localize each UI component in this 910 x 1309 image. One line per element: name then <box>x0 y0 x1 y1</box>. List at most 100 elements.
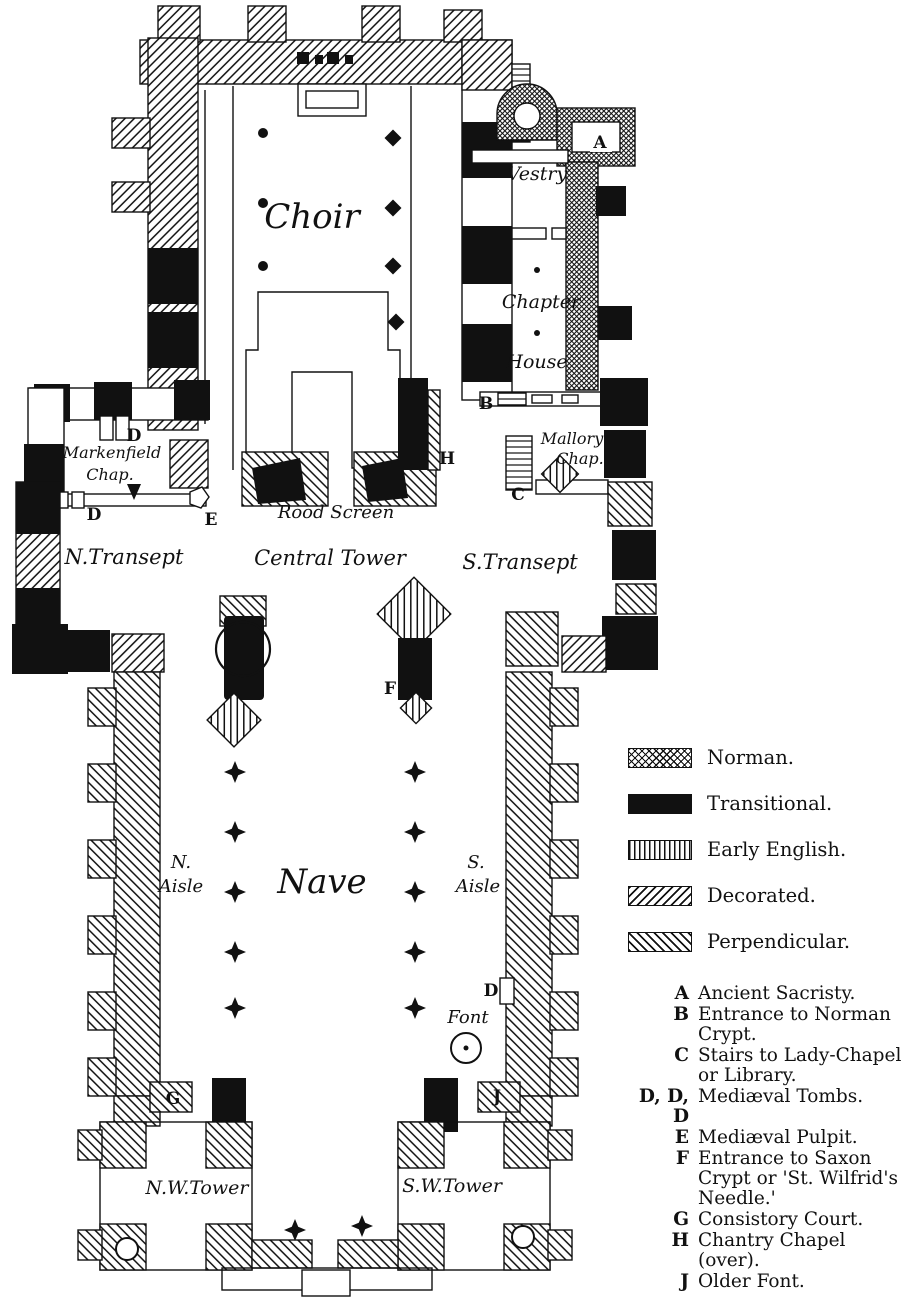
label-n-aisle-2: Aisle <box>157 876 203 897</box>
key-item-b: B Entrance to Norman Crypt. <box>628 1005 906 1045</box>
perpendicular-swatch-icon <box>628 931 692 952</box>
marker-f: F <box>384 679 396 699</box>
label-mallory-1: Mallory <box>540 429 604 448</box>
pulpit-shape <box>189 486 210 509</box>
label-mallory-2: Chap. <box>556 449 603 468</box>
legend: Norman. Transitional. Early English. Dec… <box>628 746 850 976</box>
label-house: House <box>505 351 567 373</box>
label-rood-screen: Rood Screen <box>277 502 394 523</box>
key-letter: C <box>674 1045 689 1066</box>
key-item-c: C Stairs to Lady-Chapel or Library. <box>628 1046 906 1086</box>
key-letter: F <box>675 1148 689 1169</box>
key-text: Older Font. <box>698 1271 805 1292</box>
marker-b: B <box>479 394 493 414</box>
key-letter: E <box>674 1127 689 1148</box>
label-s-aisle-2: Aisle <box>454 876 500 897</box>
label-s-transept: S.Transept <box>462 550 578 574</box>
altar <box>297 83 367 117</box>
marker-g: G <box>166 1089 181 1109</box>
stair-turret <box>115 1237 139 1261</box>
key-text: Entrance to Norman Crypt. <box>698 1004 891 1045</box>
key-text: Entrance to Saxon Crypt or 'St. Wilfrid'… <box>698 1148 898 1209</box>
marker-d-2: D <box>87 505 102 525</box>
stair-turret <box>511 1225 535 1249</box>
legend-label: Transitional. <box>707 792 833 815</box>
sw-tower <box>397 1121 573 1271</box>
key-item-g: G Consistory Court. <box>628 1210 906 1230</box>
sanctuary-steps <box>245 291 401 469</box>
legend-label: Norman. <box>707 746 794 769</box>
key-letter: G <box>673 1209 689 1230</box>
key-letter: A <box>674 983 689 1004</box>
vestry-walls <box>471 149 569 336</box>
label-nave: Nave <box>276 862 366 902</box>
key-letter: D, D, D <box>638 1086 689 1127</box>
key-letter: B <box>673 1004 689 1025</box>
nw-tower <box>77 1121 253 1271</box>
key-text: Mediæval Pulpit. <box>698 1127 858 1148</box>
rood-screen <box>241 378 441 507</box>
marker-a: A <box>592 133 607 153</box>
label-nw-tower: N.W.Tower <box>145 1177 251 1199</box>
legend-label: Early English. <box>707 838 847 861</box>
nave-south-wall <box>499 671 579 1127</box>
choir-interior <box>232 86 412 470</box>
legend-item-decorated: Decorated. <box>628 884 850 907</box>
nave-north-wall <box>87 671 161 1127</box>
legend-item-early-english: Early English. <box>628 838 850 861</box>
marker-c: C <box>511 485 525 505</box>
choir-east-wall <box>139 5 483 85</box>
key-item-d: D, D, D Mediæval Tombs. <box>628 1087 906 1127</box>
key-item-h: H Chantry Chapel (over). <box>628 1231 906 1271</box>
west-front <box>221 1215 433 1297</box>
apse-sacristy <box>496 83 636 167</box>
crossing-piers <box>206 576 452 748</box>
legend-item-transitional: Transitional. <box>628 792 850 815</box>
key-text: Stairs to Lady-Chapel or Library. <box>698 1045 902 1086</box>
key-item-a: A Ancient Sacristy. <box>628 984 906 1004</box>
mallory-chapel <box>505 430 646 495</box>
key-item-e: E Mediæval Pulpit. <box>628 1128 906 1148</box>
legend-item-perpendicular: Perpendicular. <box>628 930 850 953</box>
north-transept-west-wall <box>12 481 165 674</box>
key-letter: H <box>671 1230 689 1251</box>
label-markenfield-1: Markenfield <box>62 443 162 462</box>
legend-label: Decorated. <box>707 884 816 907</box>
key-item-j: J Older Font. <box>628 1272 906 1292</box>
label-chapter: Chapter <box>502 291 582 313</box>
arrow-icon <box>127 484 141 500</box>
label-choir: Choir <box>264 197 361 237</box>
marker-h: H <box>439 449 455 469</box>
tomb-recess <box>499 977 515 1005</box>
key-text: Consistory Court. <box>698 1209 864 1230</box>
label-n-transept: N.Transept <box>64 545 184 569</box>
key-text: Ancient Sacristy. <box>698 983 856 1004</box>
key-item-f: F Entrance to Saxon Crypt or 'St. Wilfri… <box>628 1149 906 1209</box>
marker-d-3: D <box>484 981 499 1001</box>
label-n-aisle-1: N. <box>170 852 191 873</box>
marker-j: J <box>491 1087 501 1107</box>
choir-north-wall <box>111 37 206 431</box>
label-font: Font <box>446 1007 489 1028</box>
south-transept-east-wall <box>602 481 658 670</box>
label-central-tower: Central Tower <box>254 546 408 570</box>
key-text: Mediæval Tombs. <box>698 1086 864 1107</box>
south-transept-south-wall <box>505 611 607 673</box>
label-vestry: Vestry <box>507 163 568 185</box>
legend-item-norman: Norman. <box>628 746 850 769</box>
transitional-swatch-icon <box>628 793 692 814</box>
chapter-south-wall <box>479 378 648 426</box>
chapter-house-east-wall <box>565 161 632 391</box>
key-letter: J <box>680 1271 689 1292</box>
legend-label: Perpendicular. <box>707 930 851 953</box>
marker-e: E <box>205 510 218 530</box>
decorated-swatch-icon <box>628 885 692 906</box>
key-text: Chantry Chapel (over). <box>698 1230 846 1271</box>
early-english-swatch-icon <box>628 839 692 860</box>
label-markenfield-2: Chap. <box>86 465 133 484</box>
marker-d-1: D <box>127 426 142 446</box>
label-s-aisle-1: S. <box>467 852 484 873</box>
feature-key: A Ancient Sacristy. B Entrance to Norman… <box>628 984 906 1293</box>
